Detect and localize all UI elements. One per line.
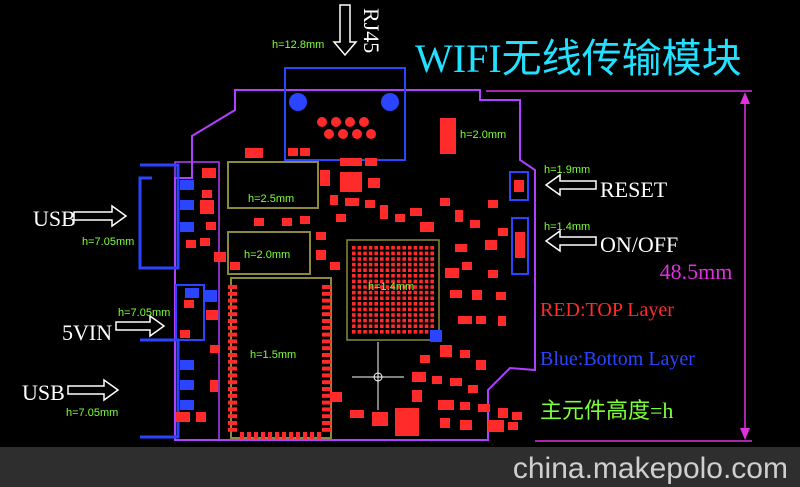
vin-arrow-icon <box>115 314 166 338</box>
board-outline <box>174 89 536 441</box>
dimension-line <box>486 90 752 442</box>
rj45-pads <box>317 117 376 139</box>
usb-top-height-label: h=7.05mm <box>82 236 134 248</box>
component-height-25: h=2.5mm <box>248 193 294 205</box>
rj45-arrow-icon <box>332 4 358 57</box>
vin-height-label: h=7.05mm <box>118 307 170 319</box>
component-outline-b <box>227 231 311 275</box>
reset-arrow-icon <box>544 173 597 197</box>
rj45-label: RJ45 <box>359 8 384 53</box>
top-layer-components <box>176 148 522 436</box>
usb-connector-top <box>138 163 180 270</box>
usb-bottom-arrow-icon <box>67 378 120 402</box>
usb-connector-bottom <box>140 338 180 439</box>
reset-height-label: h=1.9mm <box>544 164 590 176</box>
rj45-hole-left <box>289 93 307 111</box>
vin-connector <box>175 284 205 341</box>
onoff-switch <box>511 217 529 275</box>
vin-label: 5VIN <box>62 320 112 345</box>
reset-button-pad <box>514 180 524 192</box>
onoff-switch-pad <box>515 232 525 258</box>
rj45-hole-right <box>381 93 399 111</box>
dimension-label: 48.5mm <box>660 259 733 284</box>
onoff-label: ON/OFF <box>600 232 678 257</box>
usb-top-arrow-icon <box>73 204 128 228</box>
chip-height-label: h=1.4mm <box>368 281 414 293</box>
rj45-connector <box>284 67 406 161</box>
wifi-module-outline <box>230 277 332 439</box>
component-height-20: h=2.0mm <box>244 249 290 261</box>
bga-chip <box>352 246 434 334</box>
legend-red-top-layer: RED:TOP Layer <box>540 299 674 321</box>
usb-bottom-height-label: h=7.05mm <box>66 407 118 419</box>
watermark-text: china.makepolo.com <box>513 452 788 485</box>
page-title: WIFI无线传输模块 <box>415 36 742 81</box>
legend-blue-bottom-layer: Blue:Bottom Layer <box>540 348 695 370</box>
reset-button <box>509 171 529 201</box>
bottom-layer-components <box>180 180 442 410</box>
reset-label: RESET <box>600 177 668 202</box>
rj45-height-label: h=12.8mm <box>272 39 324 51</box>
module-height-label: h=1.5mm <box>250 349 296 361</box>
crosshair-marker <box>352 342 404 410</box>
usb-bottom-label: USB <box>22 380 65 405</box>
onoff-arrow-icon <box>544 229 597 253</box>
capacitor <box>440 118 456 154</box>
legend-height-note: 主元件高度=h <box>540 398 673 423</box>
capacitor-height-label: h=2.0mm <box>460 129 506 141</box>
watermark-bar <box>0 447 800 487</box>
onoff-height-label: h=1.4mm <box>544 221 590 233</box>
module-pads <box>228 285 331 439</box>
chip-outline <box>346 239 440 341</box>
usb-top-label: USB <box>33 206 76 231</box>
component-outline-a <box>227 161 319 209</box>
